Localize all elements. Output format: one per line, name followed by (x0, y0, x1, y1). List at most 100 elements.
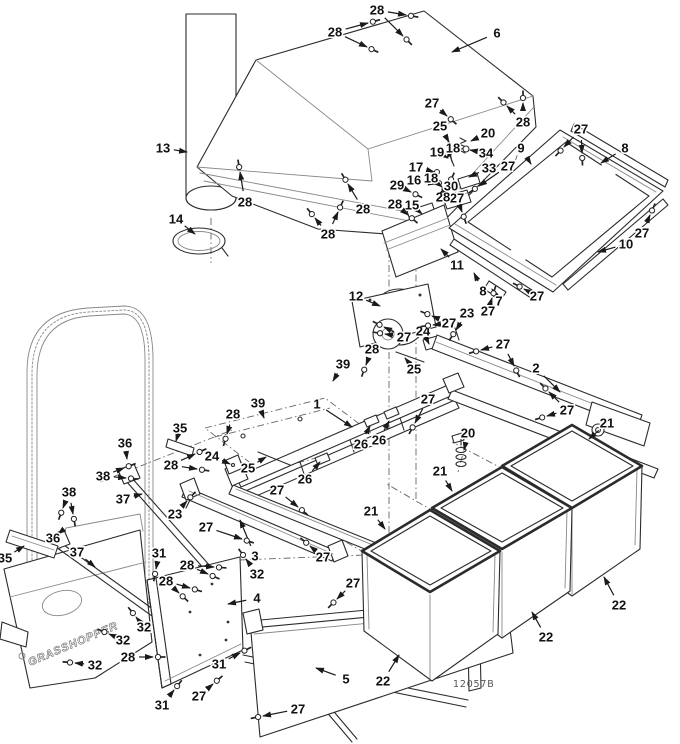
leader-line (546, 410, 557, 417)
leader-line (377, 519, 386, 530)
leader-line (365, 299, 381, 307)
part-labels: 1234567889101112131415161718181920202121… (0, 1, 659, 722)
leader-line (184, 225, 196, 235)
leader-line (388, 654, 400, 672)
part-label-20: 20 (481, 126, 495, 141)
leader-line (68, 502, 75, 515)
arm-end-block (585, 401, 651, 447)
leader-line (196, 568, 209, 575)
part-label-27: 27 (635, 226, 649, 241)
leader-line (62, 499, 69, 509)
chute-deflector (381, 204, 459, 278)
leader-line (600, 153, 616, 164)
leader-line (445, 480, 453, 492)
screw-icon (358, 365, 369, 379)
part-label-22: 22 (612, 598, 626, 613)
leader-line (238, 171, 245, 192)
part-label-31: 31 (152, 546, 166, 561)
leader-line (578, 139, 585, 154)
part-label-28: 28 (226, 407, 240, 422)
screw-icon (198, 465, 211, 475)
leader-line (179, 500, 188, 509)
leader-line (456, 203, 463, 213)
leader-line (387, 10, 407, 17)
leader-line (422, 335, 430, 345)
leader-line (442, 133, 450, 143)
part-label-27: 27 (574, 122, 588, 137)
leader-line (470, 134, 480, 142)
leader-line (414, 408, 424, 424)
handle-grip (5, 529, 59, 559)
part-label-28: 28 (356, 202, 370, 217)
leader-line (486, 297, 493, 307)
screw-icon (325, 598, 338, 611)
leader-line (108, 633, 118, 640)
leader-line (414, 206, 423, 215)
leader-line (314, 217, 323, 227)
part-label-24: 24 (205, 449, 220, 464)
leader-line (175, 432, 182, 442)
part-label-28: 28 (328, 25, 342, 40)
leader-line (216, 529, 243, 540)
part-label-20: 20 (461, 426, 475, 441)
part-label-28: 28 (516, 115, 530, 130)
leader-line (345, 22, 369, 30)
part-label-25: 25 (407, 362, 421, 377)
leader-line (543, 375, 561, 393)
leader-line (524, 155, 532, 165)
leader-line (173, 147, 188, 154)
leader-line (523, 288, 533, 296)
part-label-12: 12 (349, 289, 363, 304)
bin-frame (430, 465, 574, 551)
part-label-38: 38 (62, 485, 76, 500)
frame-end-cap (442, 372, 465, 394)
leader-line (451, 36, 488, 53)
leader-line (480, 345, 493, 351)
leader-line (166, 689, 175, 699)
part-label-31: 31 (212, 657, 226, 672)
part-label-25: 25 (433, 119, 447, 134)
leader-line (74, 660, 85, 667)
leader-line (455, 321, 463, 331)
part-label-28: 28 (370, 3, 384, 18)
part-label-27: 27 (421, 392, 435, 407)
part-label-28: 28 (388, 197, 402, 212)
clip (383, 406, 400, 420)
part-label-28: 28 (238, 195, 252, 210)
part-label-39: 39 (251, 396, 265, 411)
part-label-27: 27 (199, 520, 213, 535)
leader-line (431, 315, 441, 322)
latch-spring (458, 137, 467, 154)
leader-line (438, 108, 448, 117)
part-label-36: 36 (118, 436, 132, 451)
part-label-6: 6 (493, 26, 500, 41)
part-label-32: 32 (137, 620, 151, 635)
part-label-2: 2 (532, 361, 539, 376)
part-label-30: 30 (444, 179, 458, 194)
leader-line (181, 464, 198, 471)
part-label-8: 8 (621, 141, 628, 156)
part-label-11: 11 (450, 258, 464, 273)
handle-grip (165, 438, 195, 457)
leader-line (507, 353, 515, 367)
part-label-10: 10 (619, 237, 633, 252)
leader-line (113, 474, 127, 481)
part-label-26: 26 (372, 433, 386, 448)
part-label-34: 34 (479, 146, 494, 161)
part-label-28: 28 (365, 342, 379, 357)
blower-housing (351, 283, 437, 350)
leader-line (133, 493, 143, 499)
leader-line (365, 356, 372, 366)
leader-line (383, 326, 395, 334)
leader-line (597, 246, 616, 253)
part-label-31: 31 (155, 698, 169, 713)
leader-line (336, 590, 346, 600)
part-label-17: 17 (409, 160, 423, 175)
hose-clamp (172, 227, 229, 257)
part-label-21: 21 (364, 504, 378, 519)
leader-line (197, 563, 215, 570)
part-label-28: 28 (164, 458, 178, 473)
leader-line (57, 526, 67, 535)
leader-line (347, 183, 358, 200)
